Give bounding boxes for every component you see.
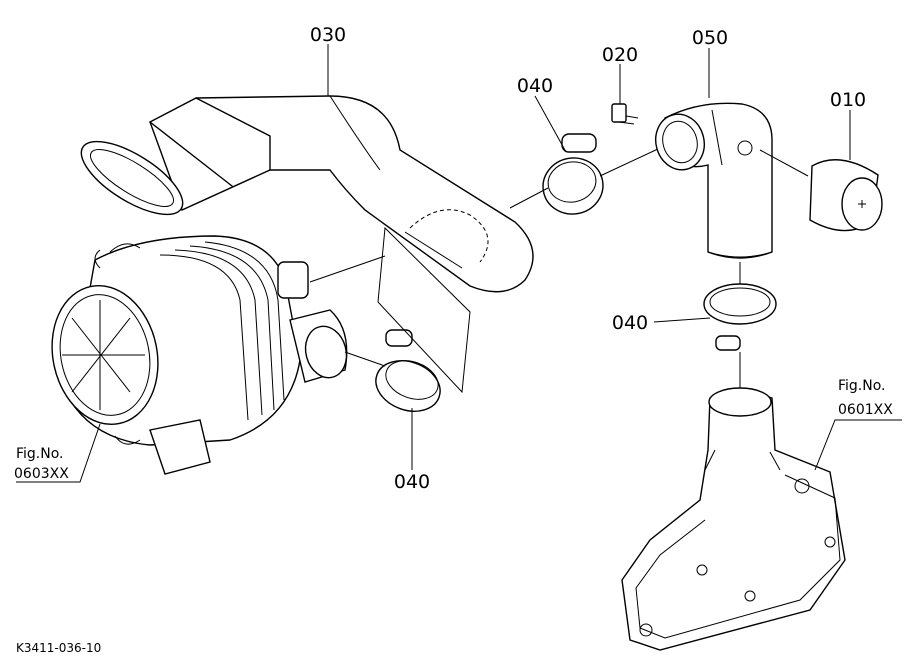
air-cleaner-assembly bbox=[51, 235, 348, 475]
intake-manifold-part bbox=[621, 387, 846, 651]
callout-020: 020 bbox=[602, 44, 638, 66]
elbow-pipe-part bbox=[655, 102, 773, 259]
callout-040-upper: 040 bbox=[517, 75, 553, 97]
connection-leader-left bbox=[309, 255, 386, 283]
drawing-code: K3411-036-10 bbox=[16, 641, 101, 655]
bolt-part bbox=[611, 103, 639, 125]
figref-left-line2: 0603XX bbox=[14, 466, 69, 482]
hose-clamp-lower-part bbox=[344, 329, 441, 412]
figref-right-line2: 0601XX bbox=[838, 402, 893, 418]
callout-leaders bbox=[16, 44, 902, 483]
intake-hose-part bbox=[80, 95, 534, 293]
callout-030: 030 bbox=[310, 24, 346, 46]
callout-010: 010 bbox=[830, 89, 866, 111]
figref-left-line1: Fig.No. bbox=[16, 446, 64, 462]
figref-right-line1: Fig.No. bbox=[838, 378, 886, 394]
callout-050: 050 bbox=[692, 27, 728, 49]
callout-040-right: 040 bbox=[612, 312, 648, 334]
connection-outline bbox=[377, 226, 471, 394]
callout-040-lower: 040 bbox=[394, 471, 430, 493]
hose-clamp-upper-part bbox=[509, 133, 661, 215]
cap-part bbox=[759, 149, 883, 232]
hose-clamp-right-part bbox=[703, 262, 777, 390]
